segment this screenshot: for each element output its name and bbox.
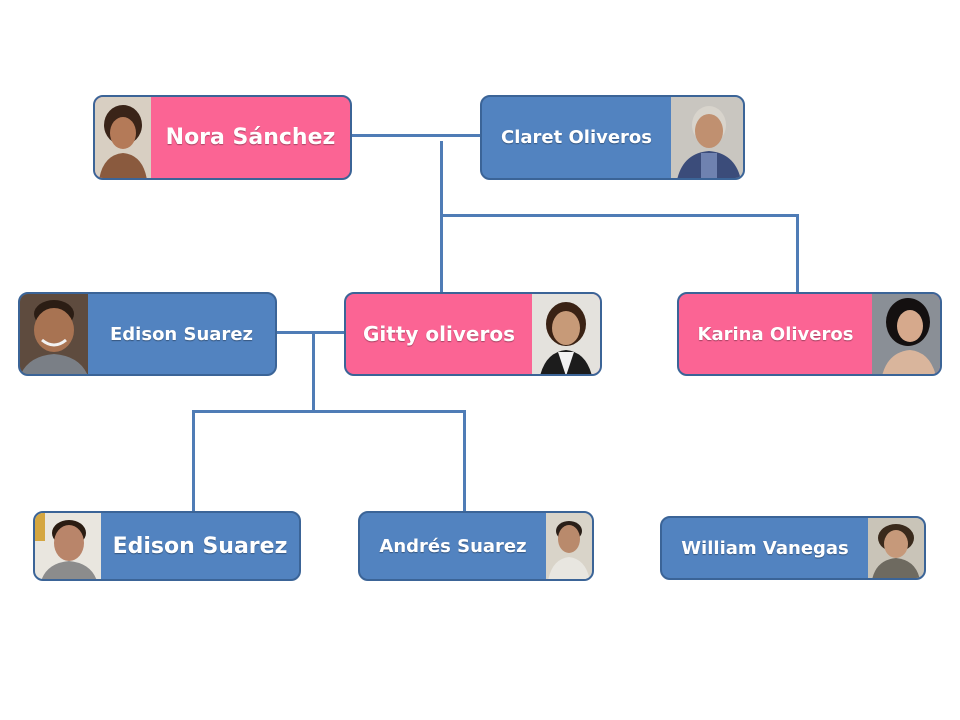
person-name: Edison Suarez <box>112 533 288 559</box>
person-edison-suarez[interactable]: Edison Suarez <box>18 292 277 376</box>
connector-andres <box>463 410 466 512</box>
person-edison-suarez-jr[interactable]: Edison Suarez <box>33 511 301 581</box>
person-name: Gitty oliveros <box>363 322 515 346</box>
connector-branch-1 <box>440 214 799 217</box>
person-andres-suarez[interactable]: Andrés Suarez <box>358 511 594 581</box>
person-name: Karina Oliveros <box>697 323 854 345</box>
portrait-icon-teen-boy <box>35 513 101 579</box>
portrait-icon-woman-dark-hair <box>872 294 940 374</box>
connector-edison-jr <box>192 410 195 512</box>
portrait-icon-young-man <box>546 513 592 579</box>
person-name: Nora Sánchez <box>165 125 336 150</box>
portrait-icon-young-man-long-hair <box>868 518 924 578</box>
person-gitty-oliveros[interactable]: Gitty oliveros <box>344 292 602 376</box>
person-karina-oliveros[interactable]: Karina Oliveros <box>677 292 942 376</box>
connector-couple-1 <box>351 134 481 137</box>
person-name: William Vanegas <box>681 537 849 559</box>
portrait-icon-man-smiling <box>20 294 88 374</box>
person-william-vanegas[interactable]: William Vanegas <box>660 516 926 580</box>
connector-karina <box>796 214 799 293</box>
person-nora-sanchez[interactable]: Nora Sánchez <box>93 95 352 180</box>
person-claret-oliveros[interactable]: Claret Oliveros <box>480 95 745 180</box>
portrait-icon-older-woman <box>95 97 151 178</box>
person-name: Andrés Suarez <box>379 535 527 557</box>
connector-drop-1 <box>440 141 443 293</box>
portrait-icon-older-man <box>671 97 743 178</box>
connector-drop-2 <box>312 331 315 413</box>
portrait-icon-woman <box>532 294 600 374</box>
connector-couple-2 <box>276 331 345 334</box>
person-name: Edison Suarez <box>110 323 253 345</box>
connector-branch-2 <box>192 410 466 413</box>
person-name: Claret Oliveros <box>500 127 653 148</box>
